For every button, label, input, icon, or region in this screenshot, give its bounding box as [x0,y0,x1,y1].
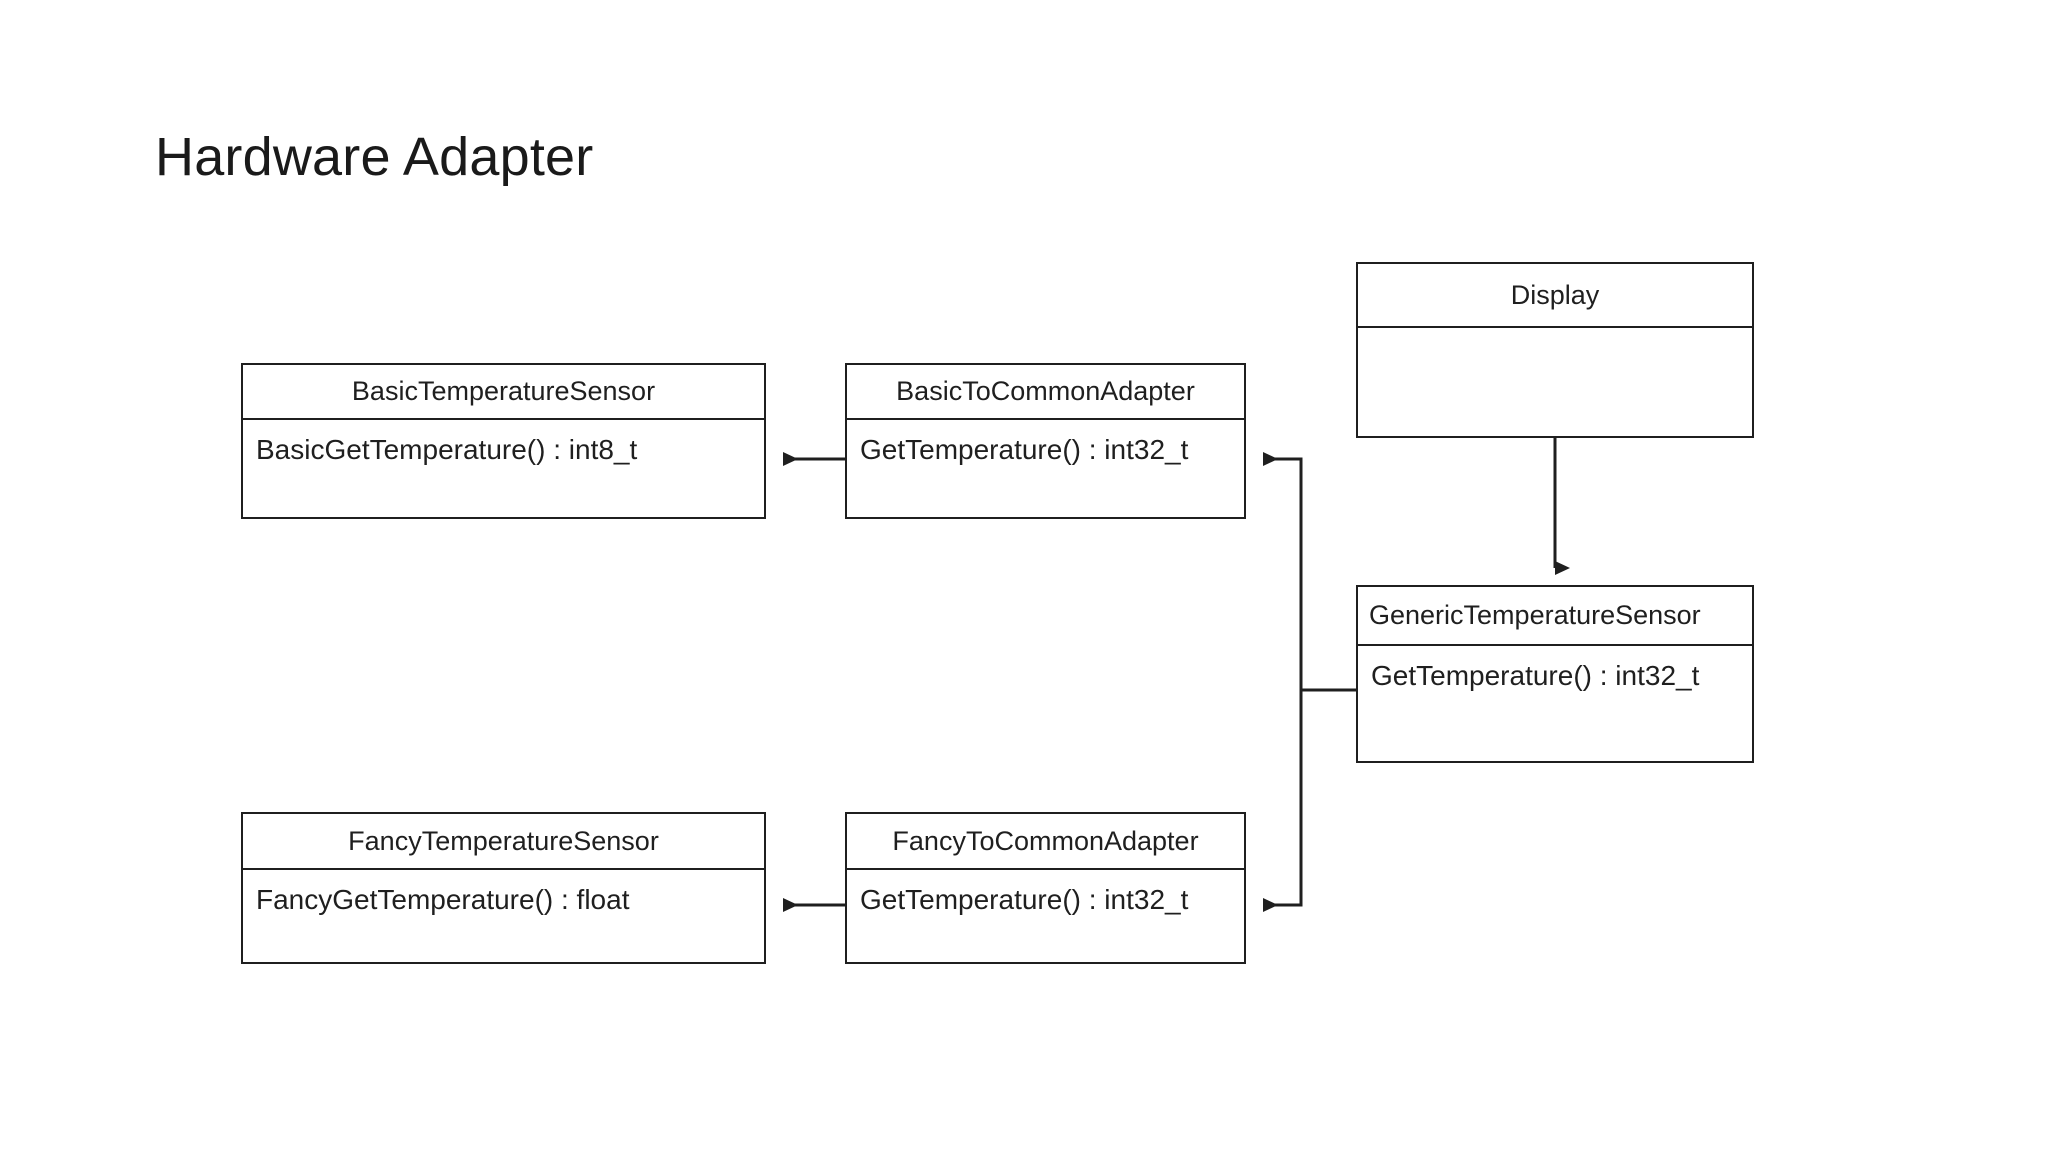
class-name-basic-to-common-adapter: BasicToCommonAdapter [847,365,1244,420]
class-member-fancy-to-common-adapter: GetTemperature() : int32_t [860,884,1189,915]
connector-generic-sensor-to-fancy-adapter [1263,690,1303,912]
class-name-fancy-temperature-sensor: FancyTemperatureSensor [243,814,764,870]
uml-class-fancy-to-common-adapter[interactable]: FancyToCommonAdapter GetTemperature() : … [845,812,1246,964]
class-member-generic-temperature-sensor: GetTemperature() : int32_t [1371,660,1700,691]
class-name-display: Display [1358,264,1752,328]
class-name-generic-temperature-sensor: GenericTemperatureSensor [1358,587,1752,646]
connector-generic-sensor-to-basic-adapter [1263,452,1356,692]
class-member-basic-temperature-sensor: BasicGetTemperature() : int8_t [256,434,638,465]
page-title: Hardware Adapter [155,127,594,187]
uml-class-generic-temperature-sensor[interactable]: GenericTemperatureSensor GetTemperature(… [1356,585,1754,763]
class-name-fancy-to-common-adapter: FancyToCommonAdapter [847,814,1244,870]
uml-class-basic-to-common-adapter[interactable]: BasicToCommonAdapter GetTemperature() : … [845,363,1246,519]
class-member-display [1358,328,1752,435]
uml-class-basic-temperature-sensor[interactable]: BasicTemperatureSensor BasicGetTemperatu… [241,363,766,519]
class-name-basic-temperature-sensor: BasicTemperatureSensor [243,365,764,420]
class-member-fancy-temperature-sensor: FancyGetTemperature() : float [256,884,630,915]
class-member-basic-to-common-adapter: GetTemperature() : int32_t [860,434,1189,465]
uml-class-fancy-temperature-sensor[interactable]: FancyTemperatureSensor FancyGetTemperatu… [241,812,766,964]
uml-class-display[interactable]: Display [1356,262,1754,438]
